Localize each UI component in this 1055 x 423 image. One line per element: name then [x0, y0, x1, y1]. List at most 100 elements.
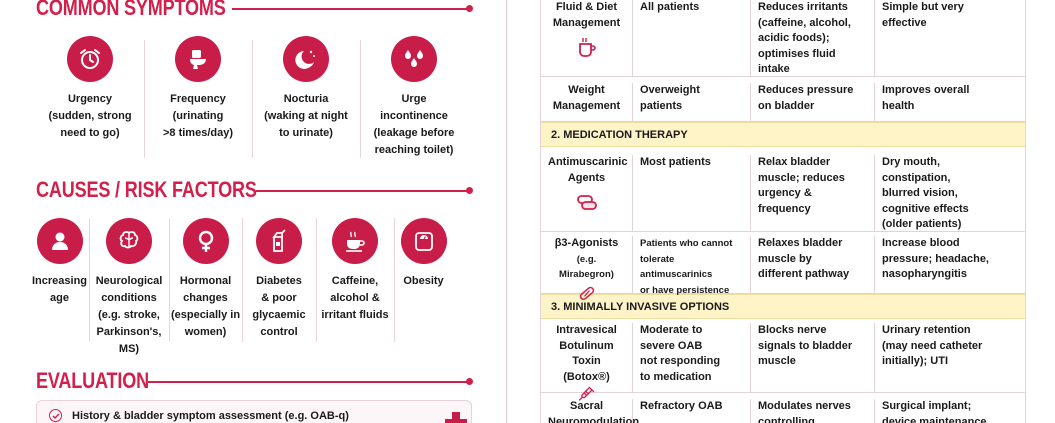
symptom-line: Urgency: [67, 93, 113, 105]
cell-line: Weight: [568, 84, 605, 96]
cause-line: Diabetes: [256, 275, 302, 287]
symptom-line: to urinate): [279, 127, 333, 139]
cell-line: Overweight: [640, 84, 700, 96]
treatment-cell: Intravesical Botulinum Toxin (Botox®): [541, 323, 633, 401]
treatment-panel: Fluid & Diet Management All patients Red…: [506, 0, 1055, 423]
heading-rule: [148, 381, 468, 383]
cell-line: β3-Agonists: [554, 237, 619, 249]
cell-line: to medication: [640, 370, 712, 383]
table-row: Intravesical Botulinum Toxin (Botox®) Mo…: [541, 319, 1025, 401]
symptom-line: (urinating: [172, 110, 224, 122]
cell-line: constipation,: [882, 171, 951, 184]
cell-line: or have persistence: [640, 284, 730, 296]
scale-icon: [400, 218, 447, 264]
cause-line: Caffeine,: [331, 275, 379, 287]
cell-line: Reduces pressure: [758, 84, 854, 96]
cause-line: Neurological: [95, 275, 163, 287]
heading-dot: [466, 378, 473, 385]
treatment-table: Fluid & Diet Management All patients Red…: [540, 0, 1026, 423]
cell-line: Management: [552, 99, 621, 112]
cause-line: Hormonal: [179, 275, 232, 287]
cell-line: Relax bladder: [758, 156, 831, 168]
cell-line: Patients who cannot: [640, 238, 733, 249]
cell-line: optimises fluid: [758, 47, 836, 60]
mechanism-cell: Blocks nerve signals to bladder muscle: [751, 323, 875, 392]
symptom-frequency: Frequency (urinating >8 times/day): [144, 36, 252, 159]
notes-cell: Simple but very effective: [875, 0, 1025, 76]
female-symbol-icon: [182, 218, 229, 264]
cause-caffeine: Caffeine, alcohol & irritant fluids: [316, 218, 394, 358]
treatment-cell: β3-Agonists (e.g. Mirabegron): [541, 236, 633, 300]
cause-line: Increasing: [31, 275, 88, 287]
heading-dot: [466, 5, 473, 12]
cell-line: different pathway: [758, 268, 850, 280]
patients-cell: Moderate to severe OAB not responding to…: [633, 323, 751, 392]
symptom-label: Urgency (sudden, strong need to go): [36, 91, 144, 142]
symptom-line: Nocturia: [283, 93, 329, 105]
cell-line: device maintenance: [882, 415, 987, 423]
patients-cell: All patients: [633, 0, 751, 76]
cell-line: signals to bladder: [758, 339, 853, 352]
notes-cell: Urinary retention (may need catheter ini…: [875, 323, 1025, 392]
symptom-label: Frequency (urinating >8 times/day): [144, 91, 252, 142]
cell-line: Most patients: [640, 156, 711, 168]
cell-line: Urinary retention: [882, 324, 971, 336]
cell-line: All patients: [640, 1, 700, 13]
heading-dot: [466, 187, 473, 194]
evaluation-item-text: History & bladder symptom assessment (e.…: [72, 409, 349, 422]
cause-line: Parkinson's,: [96, 326, 162, 338]
symptom-line: incontinence: [380, 110, 448, 122]
cell-line: tolerate antimuscarinics: [640, 253, 713, 281]
toilet-icon: [175, 36, 221, 82]
cause-line: alcohol &: [330, 292, 380, 304]
notes-cell: Surgical implant; device maintenance: [875, 399, 1025, 423]
cell-line: Surgical implant;: [882, 400, 972, 412]
cell-line: not responding: [640, 355, 721, 367]
cell-line: health: [882, 99, 915, 112]
evaluation-box: History & bladder symptom assessment (e.…: [36, 400, 472, 423]
person-icon: [36, 218, 83, 264]
cause-line: (especially in: [170, 309, 241, 321]
symptom-nocturia: Nocturia (waking at night to urinate): [252, 36, 360, 159]
check-icon: [49, 409, 62, 422]
syringe-icon: [548, 385, 625, 405]
alarm-clock-icon: [67, 36, 113, 82]
cause-line: changes: [183, 292, 228, 304]
cell-line: pressure; headache,: [882, 252, 989, 265]
cause-line: conditions: [101, 292, 157, 304]
symptom-label: Urge incontinence (leakage before reachi…: [360, 91, 468, 159]
capsule-icon: [548, 283, 625, 303]
pills-icon: [548, 190, 625, 214]
notes-cell: Improves overall health: [875, 83, 1025, 121]
cell-line: Modulates nerves: [758, 400, 851, 412]
table-row: Fluid & Diet Management All patients Red…: [541, 0, 1025, 77]
cause-line: MS): [118, 343, 140, 355]
section-header: 3. MINIMALLY INVASIVE OPTIONS: [541, 294, 1025, 319]
cause-age: Increasing age: [30, 218, 89, 358]
brain-icon: [106, 218, 152, 264]
cell-line: Agents: [567, 171, 606, 184]
causes-heading: CAUSES / RISK FACTORS: [36, 177, 473, 202]
symptom-line: reaching toilet): [374, 144, 454, 156]
symptom-urge-incontinence: Urge incontinence (leakage before reachi…: [360, 36, 468, 159]
symptom-line: Urge: [401, 93, 427, 105]
cause-neurological: Neurological conditions (e.g. stroke, Pa…: [89, 218, 169, 358]
cell-line: Improves overall: [882, 84, 970, 96]
cell-line: frequency: [758, 202, 811, 215]
cell-line: Refractory OAB: [640, 400, 723, 412]
table-row: Antimuscarinic Agents Most patients Rela…: [541, 147, 1025, 232]
cell-line: controlling: [758, 415, 815, 423]
cell-line: muscle: [758, 355, 796, 367]
symptom-urgency: Urgency (sudden, strong need to go): [36, 36, 144, 159]
patients-cell: Refractory OAB: [633, 399, 751, 423]
cell-line: Blocks nerve: [758, 324, 827, 336]
cell-line: Sacral: [569, 400, 604, 412]
cell-line: urgency &: [758, 187, 812, 199]
patients-cell: Most patients: [633, 155, 751, 231]
cause-line: (e.g. stroke,: [98, 309, 160, 321]
cell-line: Reduces irritants: [758, 1, 848, 13]
cause-line: women): [184, 326, 227, 338]
symptom-label: Nocturia (waking at night to urinate): [252, 91, 360, 142]
cell-line: (older patients): [882, 218, 962, 230]
mechanism-cell: Relaxes bladder muscle by different path…: [751, 236, 875, 293]
